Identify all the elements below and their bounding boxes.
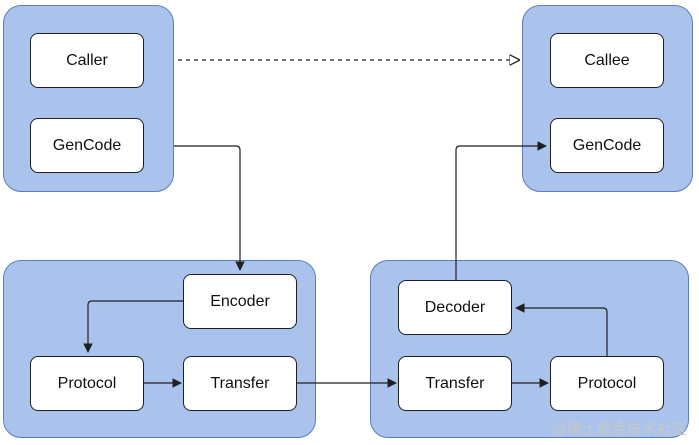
server-transfer-node: Transfer [398, 356, 512, 411]
server-protocol-node: Protocol [550, 356, 664, 411]
callee-gencode-node: GenCode [550, 118, 664, 173]
client-protocol-node: Protocol [30, 356, 144, 411]
decoder-node: Decoder [398, 280, 512, 335]
caller-node: Caller [30, 33, 144, 88]
callee-node: Callee [550, 33, 664, 88]
watermark-text: @稀土掘金技术社区 [551, 420, 687, 438]
gencode-to-encoder-arrow [174, 145, 245, 271]
client-transfer-node: Transfer [183, 356, 297, 411]
encoder-node: Encoder [183, 274, 297, 329]
caller-gencode-node: GenCode [30, 118, 144, 173]
